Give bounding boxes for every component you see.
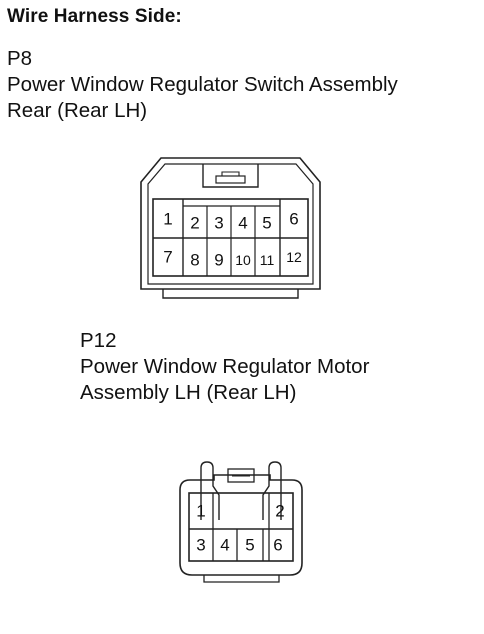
- p12-right-tab: [262, 461, 282, 520]
- p8-pin-11: 11: [260, 252, 275, 268]
- p8-pin-10: 10: [235, 252, 251, 268]
- p12-pin-4: 4: [220, 536, 229, 555]
- connector-p12-pins: 1 2 3 4 5 6: [196, 502, 284, 555]
- p8-bottom-rail: [162, 289, 299, 299]
- connector-p12-id: P12: [80, 329, 117, 352]
- p8-pin-6: 6: [289, 210, 298, 229]
- connector-p8-name-line2: Rear (Rear LH): [7, 99, 148, 122]
- connector-p8-name-line1: Power Window Regulator Switch Assembly: [7, 73, 398, 96]
- p8-pin-12: 12: [286, 249, 302, 265]
- p8-pin-5: 5: [262, 214, 271, 233]
- p12-housing-outline: [179, 474, 303, 576]
- p8-housing-inner: [147, 163, 314, 285]
- connector-p8-id: P8: [7, 47, 33, 70]
- p8-pin-3: 3: [214, 214, 223, 233]
- connector-p12-name-line2: Assembly LH (Rear LH): [80, 381, 297, 404]
- p8-pin-8: 8: [190, 251, 199, 270]
- connector-p12-drawing: [179, 461, 303, 583]
- p8-housing-outline: [140, 157, 321, 290]
- connector-p8-pins: 1 2 3 4 5 6 7 8 9 10 11 12: [163, 210, 302, 270]
- p8-latch: [202, 164, 259, 188]
- p12-bottom-lip: [203, 575, 280, 583]
- connector-p8-drawing: [140, 157, 321, 299]
- connector-p12-label: P12 Power Window Regulator Motor Assembl…: [80, 328, 369, 406]
- p8-pin-1: 1: [163, 210, 172, 229]
- p8-pin-4: 4: [238, 214, 247, 233]
- p12-pin-6: 6: [273, 536, 282, 555]
- p12-pin-5: 5: [245, 536, 254, 555]
- p8-latch-slot: [215, 175, 246, 184]
- p12-cavity-frame: [188, 492, 294, 562]
- p12-left-tab: [200, 461, 220, 520]
- page-heading: Wire Harness Side:: [7, 6, 182, 27]
- p12-pin-3: 3: [196, 536, 205, 555]
- p8-pin-7: 7: [163, 248, 172, 267]
- p12-pin-1: 1: [196, 502, 205, 521]
- p8-pin-9: 9: [214, 251, 223, 270]
- p8-pin-2: 2: [190, 214, 199, 233]
- connector-p8-label: P8 Power Window Regulator Switch Assembl…: [7, 46, 398, 124]
- p12-pin-2: 2: [275, 502, 284, 521]
- p12-center-latch: [227, 468, 255, 483]
- connector-p12-name-line1: Power Window Regulator Motor: [80, 355, 370, 378]
